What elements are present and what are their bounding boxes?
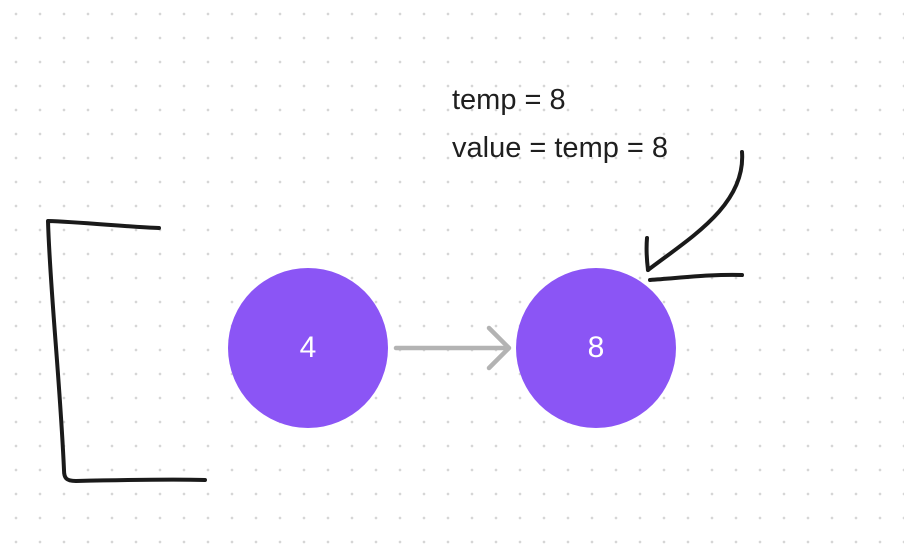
node-circle-4[interactable]: 4 xyxy=(228,268,388,428)
node-circle-8[interactable]: 8 xyxy=(516,268,676,428)
annotation-value: value = temp = 8 xyxy=(452,132,669,164)
bracket-stroke xyxy=(46,219,207,483)
node-value: 8 xyxy=(587,331,605,364)
annotation-temp: temp = 8 xyxy=(452,84,566,116)
connector-arrowhead xyxy=(486,325,512,371)
pointer-arrow-stroke xyxy=(646,150,745,272)
pointer-arrowhead-right xyxy=(648,272,744,282)
node-value: 4 xyxy=(299,331,317,364)
pointer-arrowhead-left xyxy=(644,236,650,272)
